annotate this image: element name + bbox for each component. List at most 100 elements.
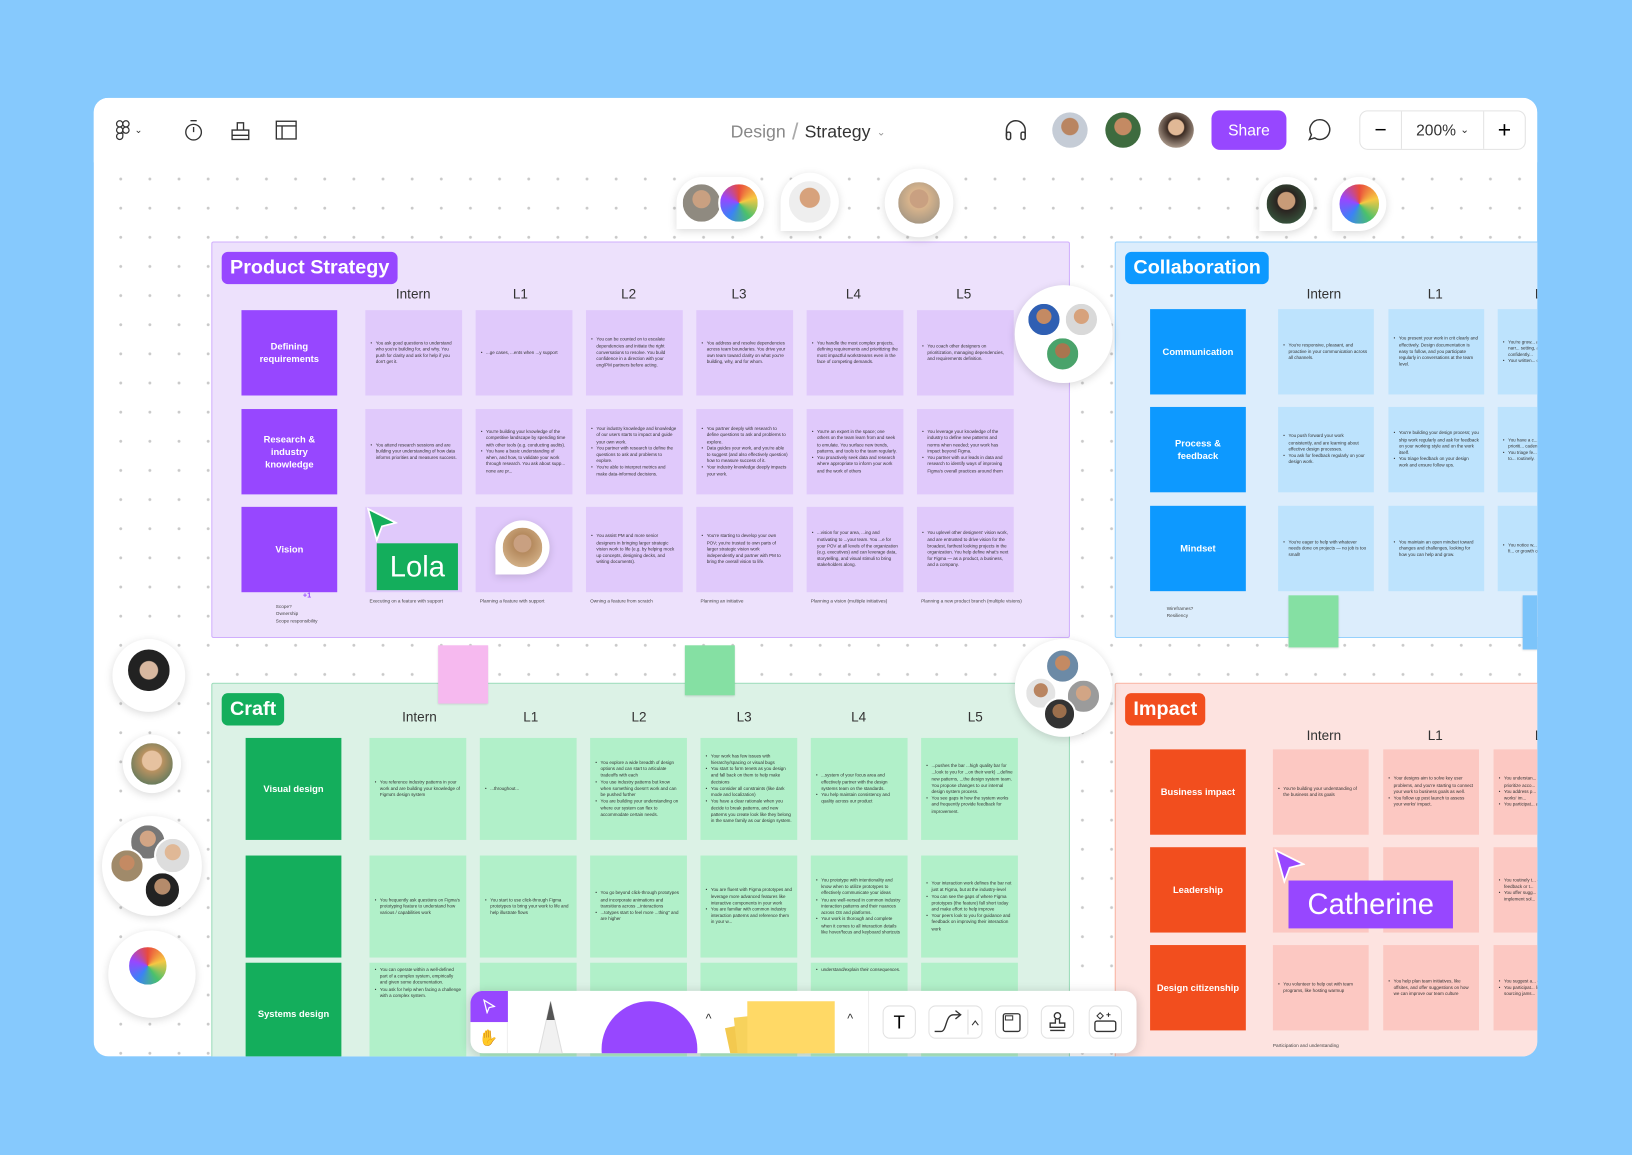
level-card[interactable]: You leverage your knowledge of the indus… (916, 409, 1014, 495)
level-card[interactable]: You coach other designers on prioritizat… (916, 310, 1014, 396)
avatar[interactable] (112, 639, 186, 712)
level-card[interactable]: ...vision for your area, ...ing and moti… (806, 506, 904, 593)
avatar-group[interactable] (1014, 285, 1113, 384)
avatar[interactable] (718, 182, 760, 224)
sticky-note[interactable] (438, 645, 489, 704)
level-card[interactable]: ...ge cases, ...ents when ...y support (475, 310, 573, 396)
sticky-note[interactable] (1522, 595, 1538, 650)
section-label[interactable]: Product Strategy (221, 251, 398, 285)
sticky-note-tool[interactable] (724, 999, 837, 1054)
level-card[interactable]: You start to use click-through Figma pro… (479, 855, 577, 958)
level-card[interactable]: You're responsive, pleasant, and proacti… (1278, 309, 1374, 395)
row-label[interactable] (245, 855, 342, 958)
avatar[interactable] (126, 945, 169, 987)
level-card[interactable]: You prototype with intentionality and kn… (810, 855, 908, 958)
level-card[interactable]: You're an expert in the space; one other… (806, 409, 904, 495)
impact-section[interactable]: ImpactInternL1L2Business impactYou're bu… (1114, 682, 1538, 1057)
row-label[interactable]: Visual design (245, 737, 342, 840)
layout-button[interactable] (272, 116, 301, 145)
breadcrumb-parent[interactable]: Design (730, 121, 786, 142)
level-card[interactable]: You notice w... frustrated or... help th… (1497, 505, 1538, 592)
level-card[interactable]: You suggest a... culture improv...You pa… (1493, 945, 1538, 1031)
level-card[interactable]: You routinely t... on the team g... feed… (1493, 847, 1538, 933)
main-menu-button[interactable]: ⌄ (108, 116, 150, 145)
level-card[interactable]: ...throughout... (479, 737, 577, 840)
level-card[interactable]: You address and resolve dependencies acr… (696, 310, 794, 396)
avatar-group[interactable] (101, 815, 202, 916)
level-card[interactable]: You frequently ask questions on Figma's … (369, 855, 467, 958)
avatar-group[interactable] (1014, 639, 1113, 737)
shape-options-caret[interactable]: ^ (705, 1011, 712, 1027)
avatar[interactable] (1332, 176, 1387, 232)
timer-button[interactable] (179, 116, 208, 145)
row-label[interactable]: Leadership (1150, 847, 1246, 933)
section-tool[interactable] (995, 1005, 1029, 1039)
collaborator-avatar[interactable] (1158, 112, 1194, 148)
connector-tool[interactable] (928, 1005, 983, 1039)
level-card[interactable]: You're building your knowledge of the co… (475, 409, 573, 495)
section-label[interactable]: Impact (1125, 693, 1206, 726)
avatar-group[interactable] (108, 930, 196, 1018)
share-button[interactable]: Share (1211, 110, 1287, 150)
level-card[interactable]: Your interaction work defines the bar no… (921, 855, 1018, 958)
stamp-tool[interactable] (1040, 1005, 1075, 1039)
level-card[interactable]: You're grow... abilities; you... a clear… (1497, 309, 1538, 395)
avatar[interactable] (1063, 301, 1100, 338)
row-label[interactable]: Process & feedback (1150, 406, 1246, 493)
level-card[interactable]: You attend research sessions and are bui… (365, 409, 463, 495)
avatar[interactable] (1259, 176, 1314, 232)
avatar[interactable] (1026, 301, 1062, 338)
row-label[interactable]: Vision (241, 506, 338, 593)
level-card[interactable]: You're building your design process; you… (1388, 406, 1485, 493)
level-card[interactable]: You uplevel other designers' vision work… (916, 506, 1014, 593)
collaborator-avatar[interactable] (1052, 112, 1088, 148)
level-card[interactable]: Your work has few issues with hierarchy/… (700, 737, 798, 840)
level-card[interactable]: You have a c... easy for wor... your pri… (1497, 406, 1538, 493)
avatar[interactable] (1044, 648, 1081, 684)
avatar[interactable] (143, 871, 182, 909)
avatar[interactable] (884, 168, 954, 238)
shape-tool[interactable] (601, 1001, 698, 1054)
section-label[interactable]: Collaboration (1125, 251, 1270, 285)
level-card[interactable]: You reference industry patterns in your … (369, 737, 467, 840)
level-card[interactable]: You volunteer to help out with team prog… (1272, 945, 1369, 1031)
level-card[interactable]: You handle the most complex projects, de… (806, 310, 904, 396)
section-label[interactable]: Craft (221, 693, 285, 726)
sticky-options-caret[interactable]: ^ (847, 1011, 854, 1027)
avatar[interactable] (154, 836, 192, 875)
comment-button[interactable] (1305, 116, 1334, 145)
zoom-in-button[interactable]: + (1483, 111, 1525, 149)
level-card[interactable]: You assist PM and more senior designers … (585, 506, 683, 593)
zoom-out-button[interactable]: − (1360, 111, 1402, 149)
level-card[interactable]: ...system of your focus area and effecti… (810, 737, 908, 840)
level-card[interactable]: You push forward your work consistently,… (1278, 406, 1374, 493)
row-label[interactable]: Design citizenship (1150, 945, 1246, 1031)
pencil-tool[interactable] (533, 999, 568, 1054)
row-label[interactable]: Research & industry knowledge (241, 409, 338, 495)
level-card[interactable]: Your industry knowledge and knowledge of… (585, 409, 683, 495)
level-card[interactable]: You ask good questions to understand who… (365, 310, 463, 396)
hand-tool-button[interactable]: ✋ (470, 1022, 508, 1054)
level-card[interactable]: You help plan team initiatives, like off… (1383, 945, 1479, 1031)
avatar[interactable] (122, 734, 182, 794)
level-card[interactable]: You are fluent with Figma prototypes and… (700, 855, 798, 958)
avatar[interactable] (780, 172, 839, 232)
row-label[interactable]: Defining requirements (241, 310, 338, 396)
row-label[interactable]: Mindset (1150, 505, 1246, 592)
collaborator-avatar[interactable] (1105, 112, 1141, 148)
avatar[interactable] (1044, 336, 1081, 372)
level-card[interactable]: You partner deeply with research to defi… (696, 409, 794, 495)
avatar-group[interactable] (676, 176, 764, 229)
level-card[interactable]: Your designs aim to solve key user probl… (1383, 749, 1479, 835)
avatar[interactable] (680, 182, 723, 224)
level-card[interactable]: You're eager to help with whatever needs… (1278, 505, 1374, 592)
audio-button[interactable] (1001, 116, 1030, 145)
stamp-button[interactable] (226, 116, 255, 145)
collaboration-section[interactable]: CollaborationInternL1L2CommunicationYou'… (1114, 241, 1538, 639)
widgets-tool[interactable] (1088, 1005, 1122, 1039)
text-tool[interactable]: T (882, 1005, 916, 1039)
level-card[interactable]: You can be counted on to escalate depend… (585, 310, 683, 396)
level-card[interactable]: ...pushes the bar ...high quality bar fo… (921, 737, 1018, 840)
avatar[interactable] (1042, 697, 1077, 731)
chevron-down-icon[interactable]: ⌄ (876, 126, 886, 138)
